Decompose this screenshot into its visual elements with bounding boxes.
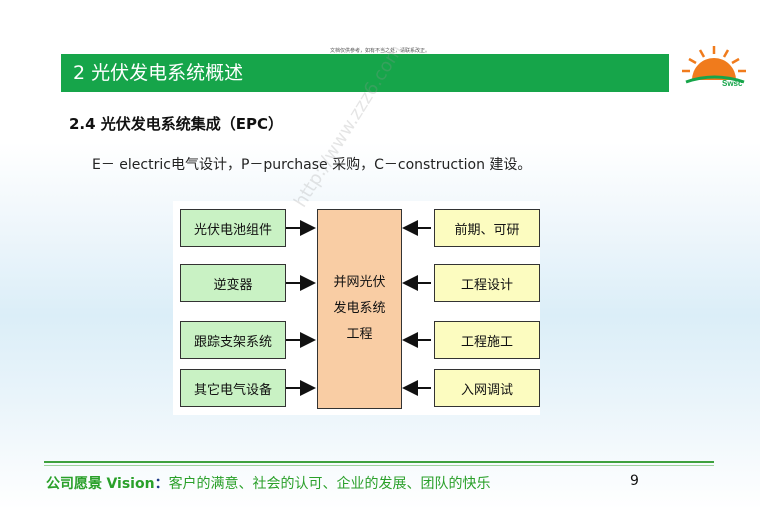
footer-vision: 公司愿景 Vision：客户的满意、社会的认可、企业的发展、团队的快乐 <box>46 473 491 493</box>
section-title: 2 光伏发电系统概述 <box>73 62 244 84</box>
box-other-equipment: 其它电气设备 <box>180 369 286 407</box>
top-note: 文档仅供参考，如有不当之处，请联系改正。 <box>329 48 430 54</box>
subsection-title: 2.4 光伏发电系统集成（EPC） <box>69 115 284 133</box>
vision-text: 客户的满意、社会的认可、企业的发展、团队的快乐 <box>168 476 491 492</box>
section-title-bar: 2 光伏发电系统概述 <box>61 54 669 92</box>
epc-diagram: 光伏电池组件 逆变器 跟踪支架系统 其它电气设备 并网光伏 发电系统 工程 前期… <box>173 201 540 415</box>
sun-rays-icon <box>682 46 746 73</box>
center-line-2: 发电系统 <box>333 301 386 316</box>
center-line-3: 工程 <box>346 327 373 342</box>
vision-label-en: Vision <box>106 476 155 492</box>
box-inverter: 逆变器 <box>180 264 286 302</box>
box-tracking-system: 跟踪支架系统 <box>180 321 286 359</box>
footer-divider <box>44 461 714 463</box>
page-number: 9 <box>630 473 639 489</box>
box-pv-modules: 光伏电池组件 <box>180 209 286 247</box>
diagram-arrows <box>286 220 431 396</box>
sun-icon <box>692 58 736 80</box>
company-logo: Swsc <box>682 46 746 88</box>
logo-text: Swsc <box>722 79 743 88</box>
box-grid-commissioning: 入网调试 <box>434 369 540 407</box>
epc-description: E－ electric电气设计，P－purchase 采购，C－construc… <box>92 157 532 173</box>
footer-divider-thin <box>44 465 714 466</box>
vision-colon: ： <box>154 476 169 492</box>
center-line-1: 并网光伏 <box>333 275 386 290</box>
box-grid-pv-project: 并网光伏 发电系统 工程 <box>317 209 402 409</box>
box-feasibility: 前期、可研 <box>434 209 540 247</box>
vision-label-cn: 公司愿景 <box>46 476 102 492</box>
box-engineering-design: 工程设计 <box>434 264 540 302</box>
box-construction: 工程施工 <box>434 321 540 359</box>
